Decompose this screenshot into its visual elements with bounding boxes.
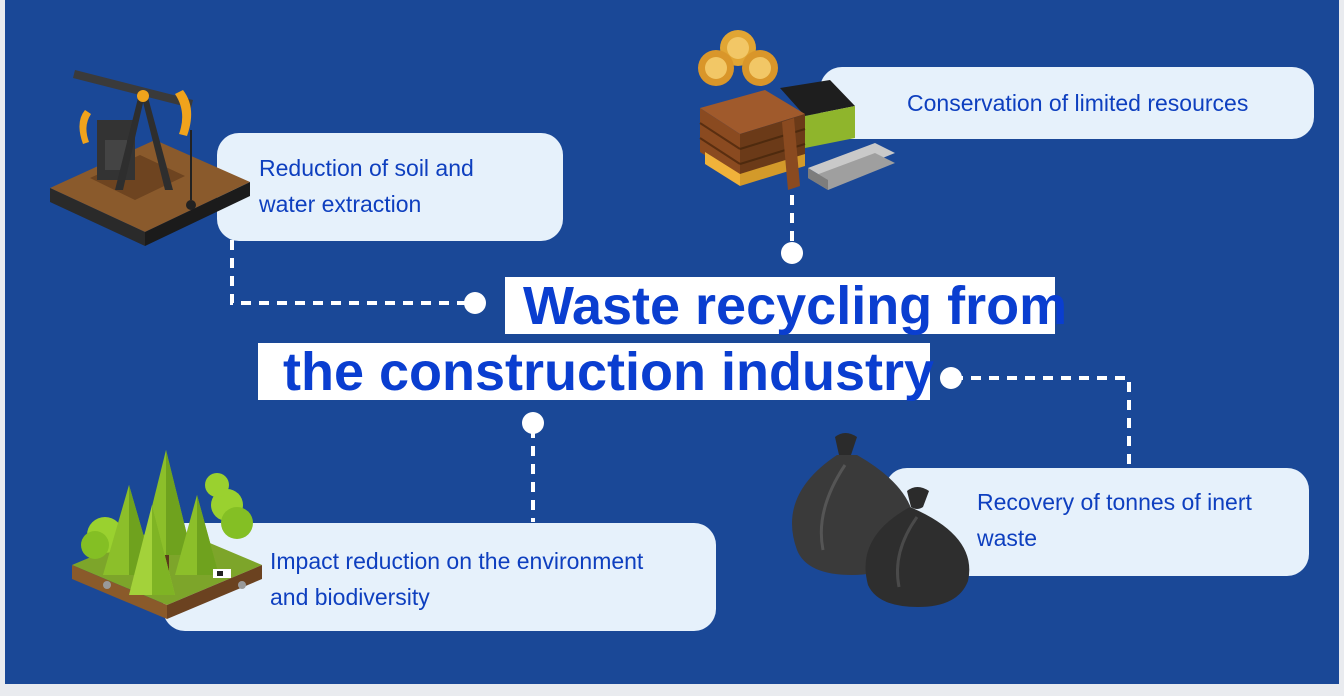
connector-lines	[230, 195, 1131, 522]
connector-soil	[230, 240, 473, 305]
connector-dot-waste	[940, 367, 962, 389]
callout-waste-line2: waste	[977, 525, 1038, 551]
connector-waste	[953, 376, 1131, 466]
title-line-1: Waste recycling from	[505, 277, 1067, 335]
callout-inert-waste: Recovery of tonnes of inert waste	[885, 468, 1309, 576]
building-materials-icon	[698, 30, 895, 190]
callout-soil-water: Reduction of soil and water extraction	[217, 133, 563, 241]
callout-environment-line1: Impact reduction on the environment	[270, 548, 644, 574]
callout-environment-line2: and biodiversity	[270, 584, 430, 610]
connector-dot-soil	[464, 292, 486, 314]
forest-icon	[72, 450, 262, 619]
connector-dot-resources	[781, 242, 803, 264]
callout-resources: Conservation of limited resources	[820, 67, 1314, 139]
callout-soil-line2: water extraction	[259, 191, 422, 217]
title-line-2: the construction industry	[258, 343, 934, 401]
garbage-bags-icon	[792, 433, 970, 607]
oil-pump-icon	[50, 70, 250, 246]
connector-dot-environment	[522, 412, 544, 434]
callout-waste-line1: Recovery of tonnes of inert	[977, 489, 1252, 515]
callout-soil-line1: Reduction of soil and	[259, 155, 474, 181]
infographic-canvas: Reduction of soil and water extraction C…	[5, 0, 1339, 684]
callout-resources-line1: Conservation of limited resources	[907, 90, 1249, 116]
